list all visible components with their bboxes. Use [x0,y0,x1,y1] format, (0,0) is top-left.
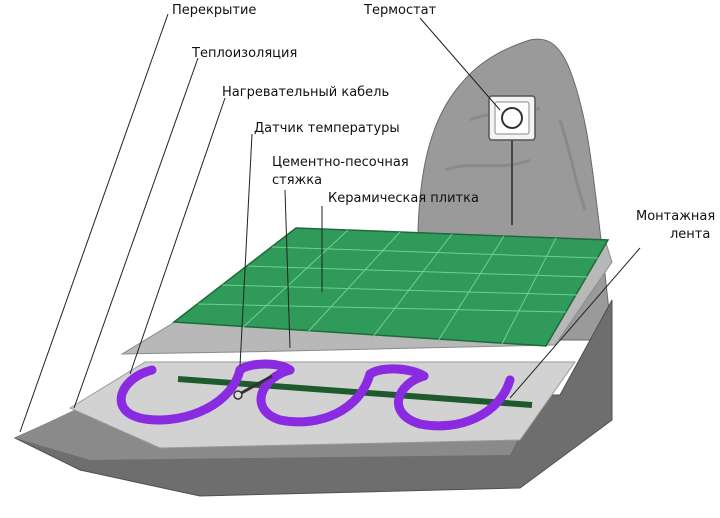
leader-lines [19,13,641,433]
tile-grid [197,229,599,345]
thermostat-icon [488,95,536,225]
label-screed-line2: стяжка [272,173,322,188]
label-screed-line1: Цементно-песочная [272,155,409,170]
label-thermostat: Термостат [363,3,437,18]
label-slab: Перекрытие [172,3,256,18]
label-heating-cable: Нагревательный кабель [222,85,389,100]
label-mounting-tape-line2: лента [670,227,710,242]
ceramic-tile-layer [171,227,610,347]
heating-cable [116,365,515,431]
heating-cable-links [235,359,429,381]
label-ceramic-tile: Керамическая плитка [328,191,479,206]
label-mounting-tape-line1: Монтажная [636,209,715,224]
temperature-sensor-icon [233,374,273,400]
label-insulation: Теплоизоляция [191,46,297,61]
label-temperature-sensor: Датчик температуры [254,121,400,136]
